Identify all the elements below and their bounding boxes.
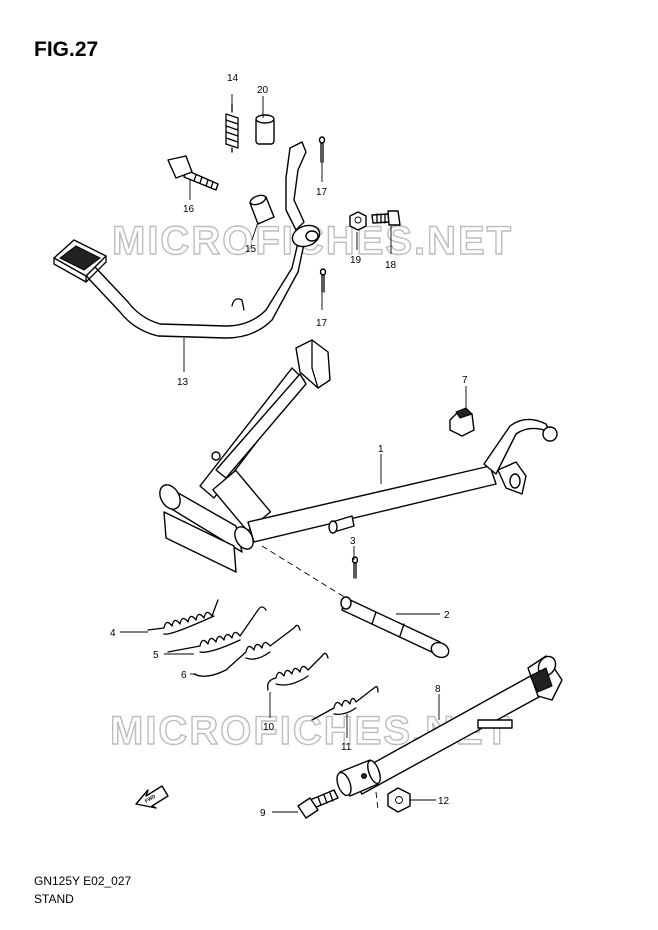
part-9-bolt[interactable]: [297, 789, 339, 819]
callout-labels: 14 20 16 15 17 17 19 18 13 7 1 3 2 4 5 6…: [110, 73, 468, 819]
callout-14: 14: [227, 73, 239, 84]
part-10-spring[interactable]: [267, 652, 329, 691]
fwd-arrow-icon: FWD: [135, 785, 169, 809]
callout-20: 20: [257, 85, 269, 96]
callout-8: 8: [435, 684, 441, 695]
part-6-spring[interactable]: [193, 624, 301, 677]
figure-title: FIG.27: [34, 38, 99, 61]
callout-10: 10: [263, 722, 275, 733]
diagram-code: GN125Y E02_027: [34, 874, 132, 888]
callout-17-upper: 17: [316, 187, 328, 198]
callout-12: 12: [438, 796, 450, 807]
part-19-nut[interactable]: [349, 211, 367, 231]
part-13-brake-pedal[interactable]: [53, 141, 323, 339]
part-17-cotter-pin-lower[interactable]: [319, 268, 327, 293]
callout-3: 3: [350, 536, 356, 547]
part-5-spring[interactable]: [167, 606, 267, 653]
leader-lines: [120, 94, 467, 813]
callout-18: 18: [385, 260, 397, 271]
part-15-collar[interactable]: [249, 194, 275, 225]
fwd-label: FWD: [144, 793, 157, 804]
part-18-bolt[interactable]: [371, 210, 401, 226]
callout-5: 5: [153, 650, 159, 661]
callout-9: 9: [260, 808, 266, 819]
callout-16: 16: [183, 204, 195, 215]
part-8-side-stand[interactable]: [334, 653, 563, 797]
part-1-center-stand[interactable]: [156, 339, 558, 573]
callout-15: 15: [245, 244, 257, 255]
part-7-cap[interactable]: [449, 407, 475, 437]
part-20-collar[interactable]: [255, 114, 275, 145]
callout-19: 19: [350, 255, 362, 266]
callout-2: 2: [444, 610, 450, 621]
part-16-bolt[interactable]: [167, 155, 219, 191]
callout-13: 13: [177, 377, 189, 388]
callout-17-lower: 17: [316, 318, 328, 329]
part-14-spring[interactable]: [225, 103, 239, 153]
part-12-nut[interactable]: [387, 787, 411, 813]
callout-1: 1: [378, 444, 384, 455]
callout-7: 7: [462, 375, 468, 386]
part-17-cotter-pin-upper[interactable]: [318, 136, 326, 163]
part-4-spring[interactable]: [147, 599, 219, 635]
callout-6: 6: [181, 670, 187, 681]
part-3-cotter-pin[interactable]: [351, 556, 359, 579]
callout-4: 4: [110, 628, 116, 639]
part-2-pivot-shaft[interactable]: [340, 596, 451, 660]
diagram-name: STAND: [34, 892, 74, 906]
callout-11: 11: [341, 742, 352, 753]
part-11-spring[interactable]: [311, 686, 379, 721]
